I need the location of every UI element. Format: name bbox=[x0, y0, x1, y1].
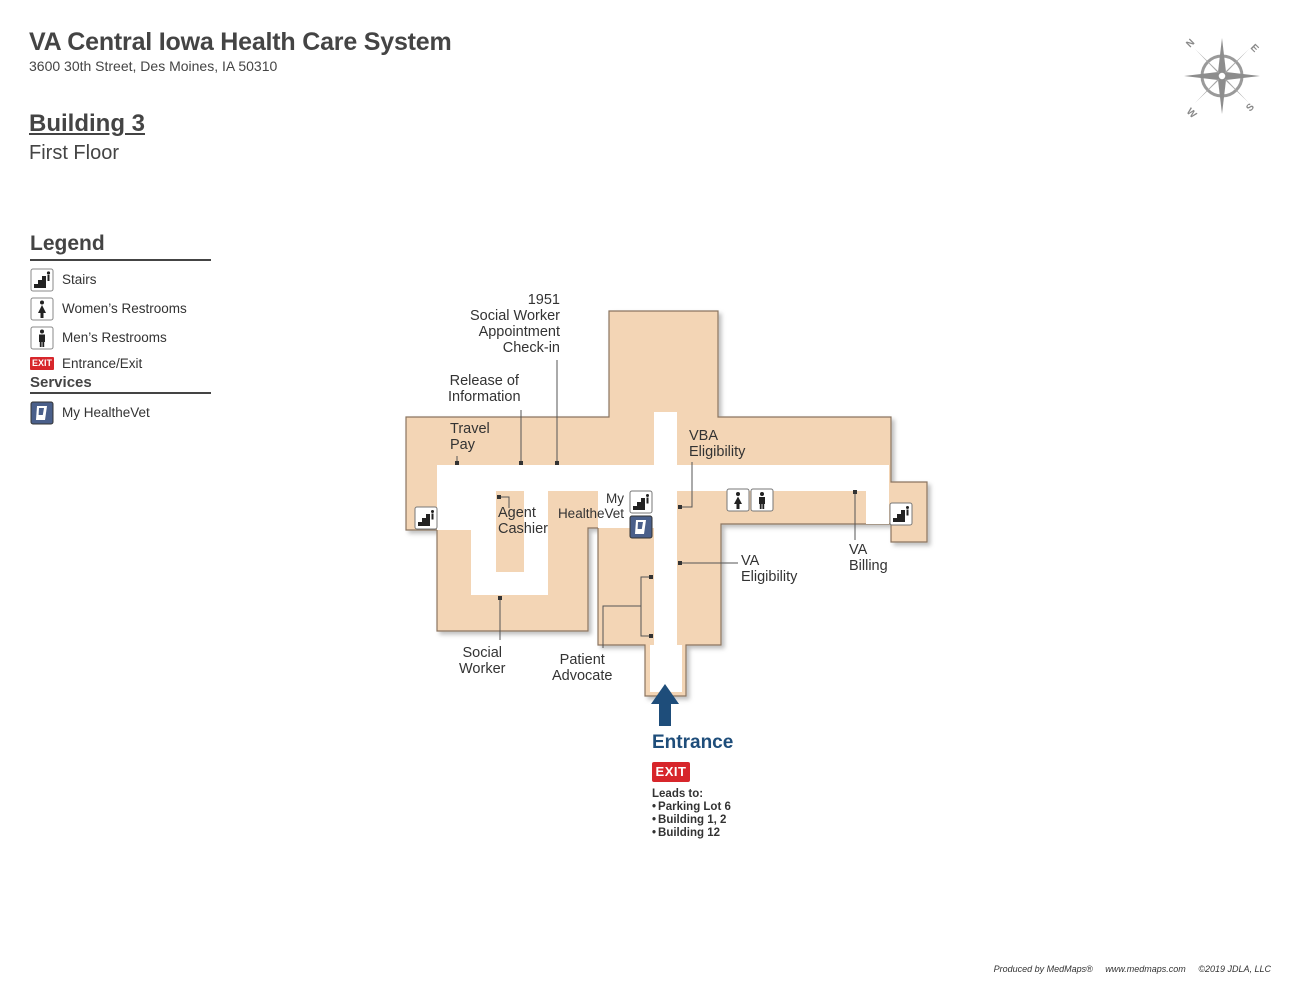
legend-item-myhealthevet: My HealtheVet bbox=[30, 398, 211, 427]
leader-dots bbox=[455, 461, 857, 638]
legend-title: Legend bbox=[30, 232, 211, 261]
leads-item: Building 12 bbox=[652, 827, 731, 840]
legend-label-mens: Men’s Restrooms bbox=[62, 330, 167, 345]
legend-item-exit: EXIT Entrance/Exit bbox=[30, 352, 211, 374]
facility-address: 3600 30th Street, Des Moines, IA 50310 bbox=[29, 58, 278, 74]
label-va-billing: VA Billing bbox=[849, 542, 888, 574]
legend-item-womens: Women’s Restrooms bbox=[30, 294, 211, 323]
footer-site: www.medmaps.com bbox=[1105, 964, 1186, 974]
label-social-worker-appointment: 1951 Social Worker Appointment Check-in bbox=[470, 292, 560, 356]
legend-label-stairs: Stairs bbox=[62, 272, 97, 287]
leads-title: Leads to: bbox=[652, 788, 704, 800]
compass-e: E bbox=[1248, 42, 1261, 55]
floor-name: First Floor bbox=[29, 142, 119, 164]
footer-credits: Produced by MedMaps® www.medmaps.com ©20… bbox=[984, 964, 1271, 974]
label-vba-eligibility: VBA Eligibility bbox=[689, 428, 746, 460]
entrance-label: Entrance bbox=[652, 732, 734, 753]
legend-label-exit: Entrance/Exit bbox=[62, 355, 143, 371]
mens-restroom-icon bbox=[750, 488, 774, 512]
label-social-worker: Social Worker bbox=[459, 645, 506, 677]
leads-item: Parking Lot 6 bbox=[652, 801, 731, 814]
compass-n: N bbox=[1184, 37, 1197, 50]
label-release-of-information: Release of Information bbox=[448, 373, 521, 405]
entrance-arrow-icon bbox=[651, 684, 679, 726]
legend: Legend Stairs Women’s Restrooms Men’s Re… bbox=[30, 232, 211, 427]
stairs-icon bbox=[629, 490, 653, 514]
compass-s: S bbox=[1244, 101, 1257, 114]
stairs-icon bbox=[889, 502, 913, 526]
label-va-eligibility: VA Eligibility bbox=[741, 553, 798, 585]
legend-services-title: Services bbox=[30, 374, 211, 394]
compass-icon: N E S W bbox=[1184, 37, 1261, 118]
building-outline bbox=[405, 310, 928, 697]
label-patient-advocate: Patient Advocate bbox=[552, 652, 613, 684]
footer-copyright: ©2019 JDLA, LLC bbox=[1198, 964, 1271, 974]
compass-w: W bbox=[1184, 106, 1199, 118]
label-travel-pay: Travel Pay bbox=[450, 421, 490, 453]
exit-icon: EXIT bbox=[652, 762, 690, 782]
building-name: Building 3 bbox=[29, 110, 145, 137]
my-healthevet-icon bbox=[629, 515, 653, 539]
exit-icon: EXIT bbox=[30, 356, 54, 370]
label-agent-cashier: Agent Cashier bbox=[498, 505, 548, 537]
legend-label-womens: Women’s Restrooms bbox=[62, 301, 187, 316]
mens-restroom-icon bbox=[30, 326, 54, 349]
stairs-icon bbox=[414, 506, 438, 530]
my-healthevet-icon bbox=[30, 401, 54, 424]
label-my-healthevet: My HealtheVet bbox=[557, 491, 624, 521]
footer-produced: Produced by MedMaps® bbox=[993, 964, 1093, 974]
legend-label-myhealthevet: My HealtheVet bbox=[62, 405, 150, 420]
legend-item-stairs: Stairs bbox=[30, 265, 211, 294]
stairs-icon bbox=[30, 268, 54, 291]
womens-restroom-icon bbox=[30, 297, 54, 320]
facility-title: VA Central Iowa Health Care System bbox=[29, 28, 452, 56]
leads-item: Building 1, 2 bbox=[652, 814, 731, 827]
womens-restroom-icon bbox=[726, 488, 750, 512]
entrance-leads-to: Leads to: Parking Lot 6 Building 1, 2 Bu… bbox=[652, 788, 731, 840]
legend-item-mens: Men’s Restrooms bbox=[30, 323, 211, 352]
